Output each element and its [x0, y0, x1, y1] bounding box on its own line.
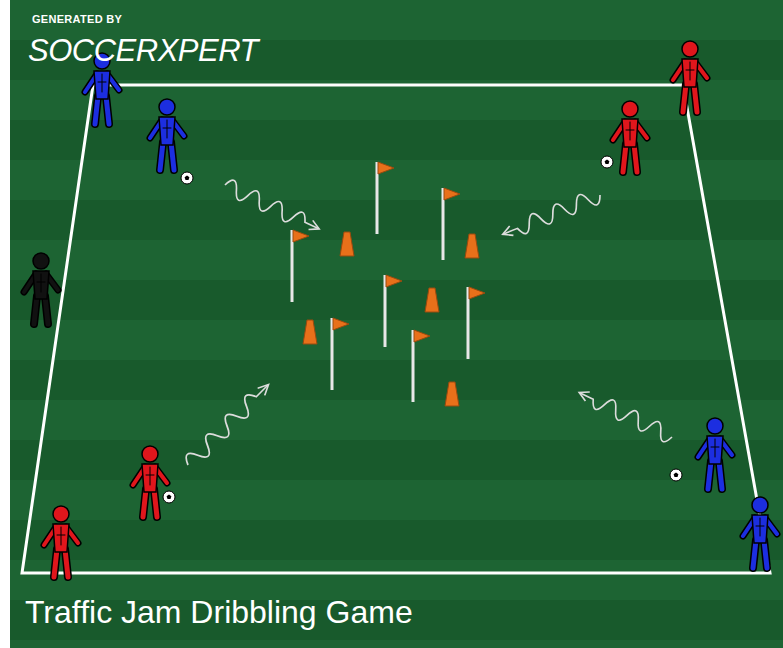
balls	[163, 156, 682, 503]
flags	[292, 162, 485, 402]
pitch-background	[10, 0, 783, 648]
cones	[303, 232, 479, 406]
field-boundary	[22, 85, 770, 573]
dribble-arrows	[182, 178, 675, 471]
drill-title: Traffic Jam Dribbling Game	[25, 594, 413, 631]
logo-wordmark: SOCCERXPERT	[28, 33, 258, 69]
generated-by-label: GENERATED BY	[32, 13, 122, 25]
players	[24, 41, 777, 577]
